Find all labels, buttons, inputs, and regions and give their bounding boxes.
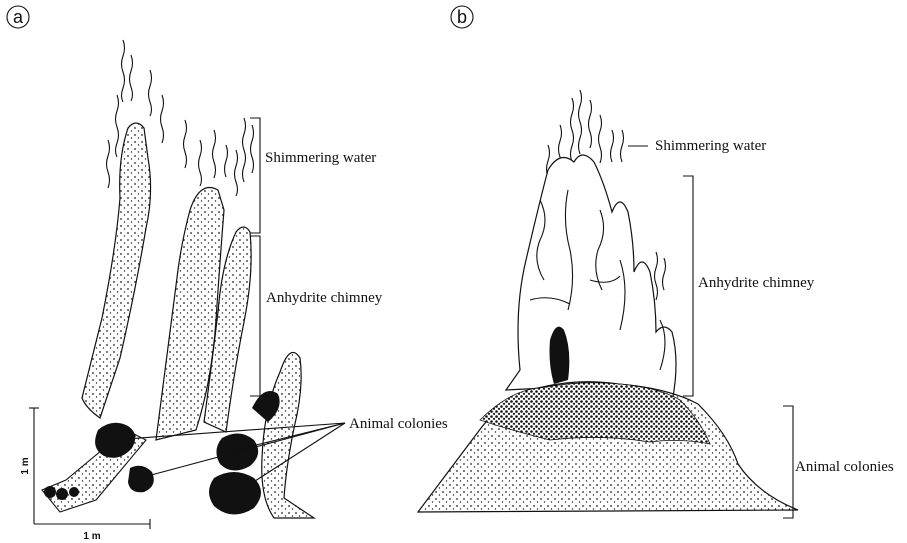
label-b-shimmering-water: Shimmering water xyxy=(655,138,766,154)
panel-a-letter: a xyxy=(13,7,24,27)
chimney-a-main xyxy=(82,123,151,418)
label-b-anhydrite-chimney: Anhydrite chimney xyxy=(698,275,815,291)
scale-bar-horizontal-label: 1 m xyxy=(83,531,100,542)
panel-b: b xyxy=(418,6,894,518)
label-b-animal-colonies: Animal colonies xyxy=(795,459,894,475)
label-a-anhydrite-chimney: Anhydrite chimney xyxy=(266,290,383,306)
scale-bar-vertical-label: 1 m xyxy=(20,457,31,474)
panel-b-letter: b xyxy=(457,7,467,27)
label-a-shimmering-water: Shimmering water xyxy=(265,150,376,166)
label-a-animal-colonies: Animal colonies xyxy=(349,416,448,432)
chimney-a-small xyxy=(262,352,314,518)
panel-a: a xyxy=(7,6,448,542)
bracket-b-anhydrite-chimney xyxy=(683,176,693,396)
bracket-b-animal-colonies xyxy=(783,406,793,518)
bracket-a-shimmering-water xyxy=(250,118,260,233)
